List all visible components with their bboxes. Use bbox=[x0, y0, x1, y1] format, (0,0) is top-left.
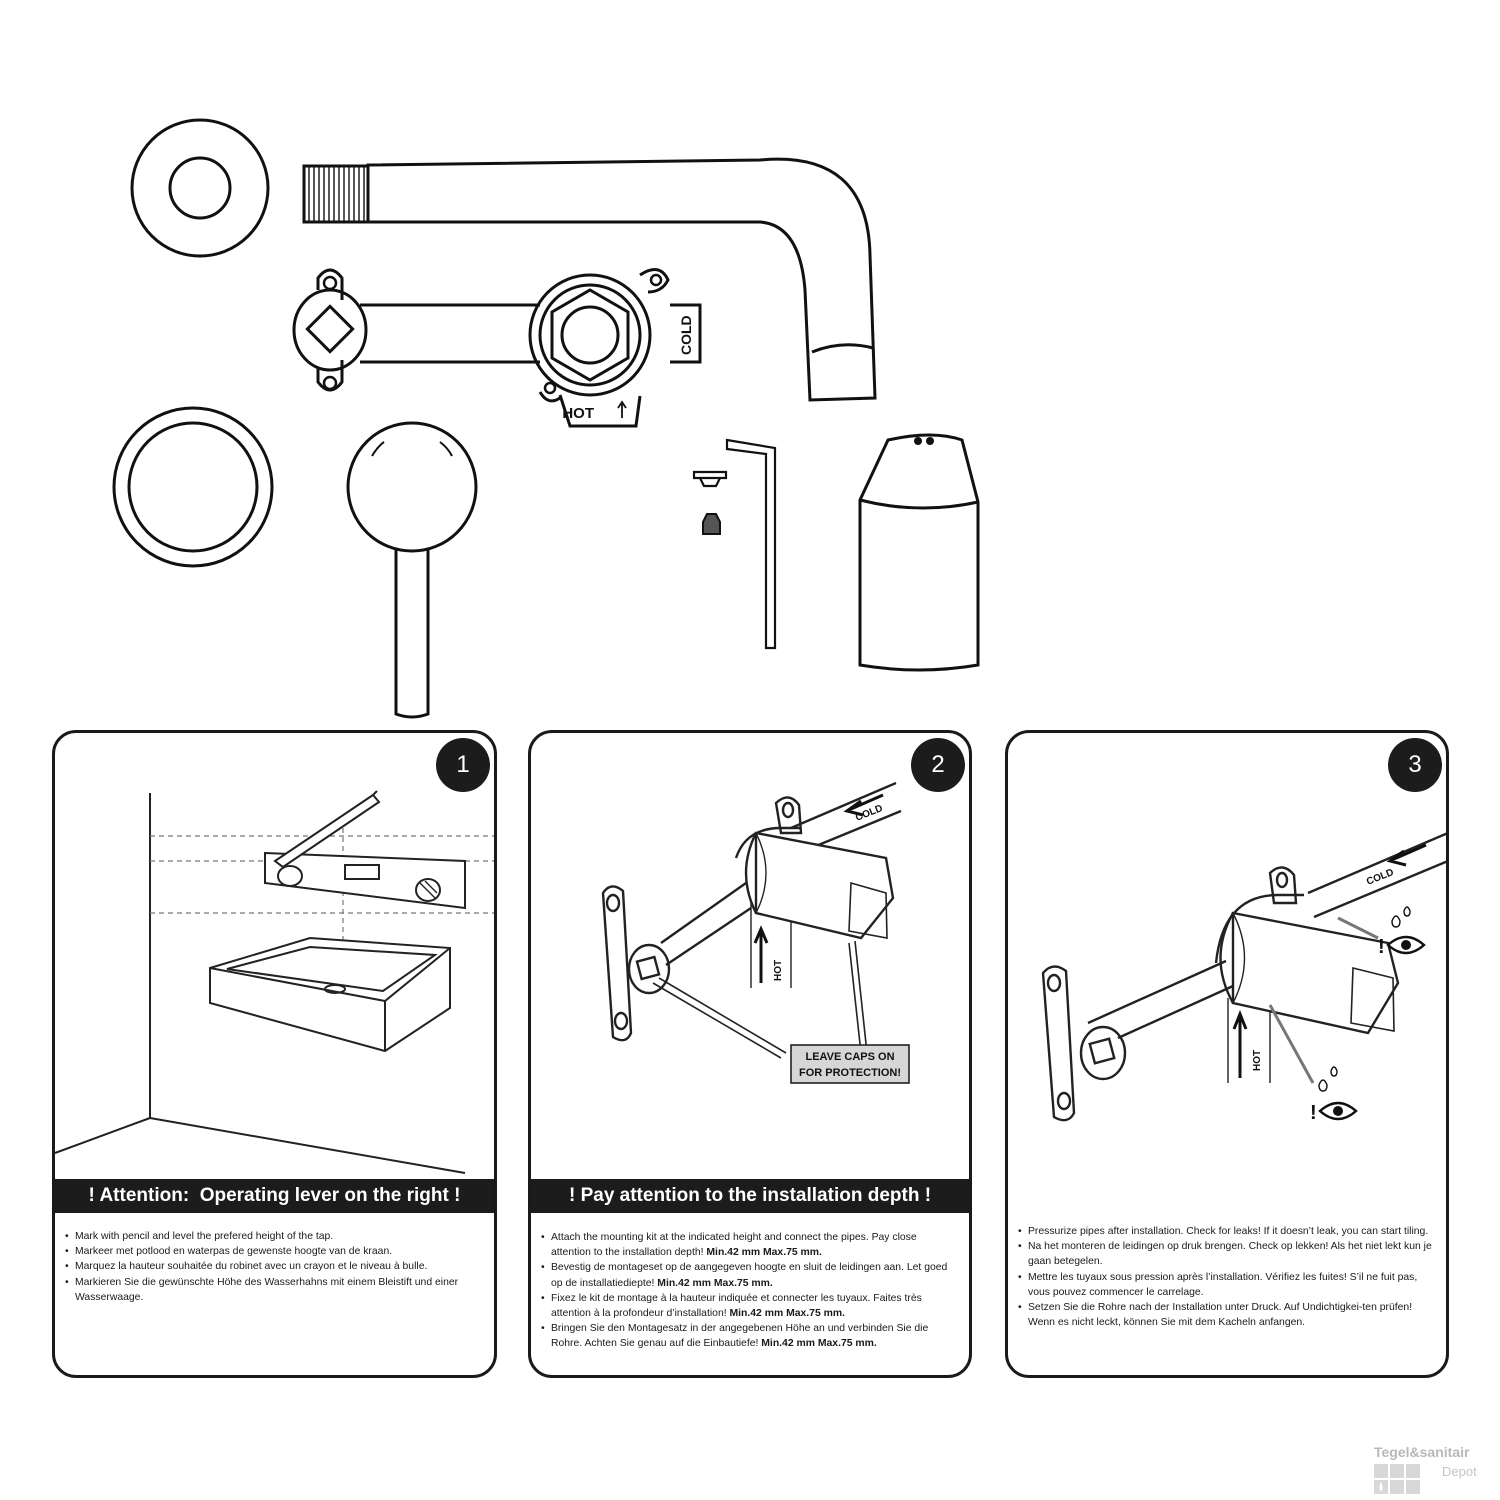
lever-rosette bbox=[112, 406, 274, 568]
step-number-1: 1 bbox=[436, 738, 490, 792]
valve-body bbox=[734, 796, 895, 940]
cold-arrow bbox=[843, 793, 884, 817]
valve-cold-label: COLD bbox=[678, 315, 694, 355]
step-panel-1: 1 ! Attention: Operating lever on the ri… bbox=[52, 730, 497, 1378]
step-2-banner: ! Pay attention to the installation dept… bbox=[531, 1179, 969, 1213]
leak-check-top: ! bbox=[1337, 906, 1426, 958]
lever-handle bbox=[346, 421, 478, 719]
watermark-subtitle: Depot bbox=[1442, 1464, 1477, 1479]
brand-watermark: Tegel&sanitair Depot bbox=[1368, 1442, 1498, 1500]
hot-arrow bbox=[753, 925, 769, 983]
callout-line-1: LEAVE CAPS ON bbox=[805, 1051, 894, 1063]
leave-caps-callout: LEAVE CAPS ON FOR PROTECTION! bbox=[790, 1044, 910, 1084]
watermark-title: Tegel&sanitair bbox=[1374, 1444, 1470, 1460]
eye-icon bbox=[1318, 1101, 1358, 1121]
mounting-valve bbox=[292, 268, 702, 428]
valve-hot-label: HOT bbox=[562, 405, 594, 422]
step-panel-3: COLD HOT ! ! 3 Pressurize pipes after in… bbox=[1005, 730, 1449, 1378]
instruction-nl: Na het monteren de leidingen op druk bre… bbox=[1018, 1239, 1432, 1269]
pencil bbox=[273, 790, 381, 869]
hot-pipe bbox=[1087, 959, 1227, 1025]
instruction-en: Attach the mounting kit at the indicated… bbox=[541, 1230, 955, 1260]
cover-cap bbox=[692, 470, 728, 488]
step-number-3: 3 bbox=[1388, 738, 1442, 792]
cold-arrow bbox=[1386, 843, 1427, 867]
callout-line-2: FOR PROTECTION! bbox=[799, 1067, 901, 1079]
spout bbox=[302, 157, 877, 402]
step-3-hot-label: HOT bbox=[1252, 1050, 1263, 1071]
instruction-de: Setzen Sie die Rohre nach der Installati… bbox=[1018, 1300, 1432, 1330]
instruction-de: Markieren Sie die gewünschte Höhe des Wa… bbox=[65, 1275, 480, 1305]
instruction-de: Bringen Sie den Montagesatz in der angeg… bbox=[541, 1321, 955, 1351]
eye-icon bbox=[1386, 935, 1426, 955]
step-3-illustration: COLD HOT ! ! bbox=[1041, 832, 1446, 1124]
step-number-2: 2 bbox=[911, 738, 965, 792]
valve-body bbox=[1214, 866, 1400, 1035]
water-drop-icon bbox=[1391, 915, 1401, 928]
step-3-instructions: Pressurize pipes after installation. Che… bbox=[1018, 1224, 1432, 1330]
step-2-illustration: COLD HOT LEAVE CAPS ON FOR PROTECTION! bbox=[601, 781, 910, 1084]
step-panel-2: COLD HOT LEAVE CAPS ON FOR PROTECTION! 2… bbox=[528, 730, 972, 1378]
hot-arrow bbox=[1232, 1009, 1248, 1078]
leak-check-bottom: ! bbox=[1268, 1004, 1358, 1124]
water-drop-icon bbox=[1330, 1066, 1338, 1077]
hot-pipe bbox=[660, 882, 747, 944]
step-1-instructions: Mark with pencil and level the prefered … bbox=[65, 1229, 480, 1305]
wall-bracket bbox=[601, 885, 671, 1042]
watermark-tiles-icon bbox=[1374, 1464, 1420, 1494]
callout-lines bbox=[652, 940, 868, 1059]
spirit-level bbox=[264, 851, 466, 910]
spout-rosette bbox=[130, 118, 270, 258]
water-drop-icon bbox=[1318, 1079, 1328, 1092]
step-2-instructions: Attach the mounting kit at the indicated… bbox=[541, 1230, 955, 1352]
warning-exclamation-icon: ! bbox=[1378, 936, 1385, 958]
instruction-fr: Fixez le kit de montage à la hauteur ind… bbox=[541, 1291, 955, 1321]
washbasin bbox=[209, 936, 451, 1053]
water-drop-icon bbox=[1403, 906, 1411, 917]
instruction-nl: Markeer met potlood en waterpas de gewen… bbox=[65, 1244, 480, 1259]
step-2-hot-label: HOT bbox=[773, 960, 784, 981]
wall-bracket bbox=[1041, 965, 1127, 1122]
instruction-fr: Marquez la hauteur souhaitée du robinet … bbox=[65, 1259, 480, 1274]
instruction-fr: Mettre les tuyaux sous pression après l’… bbox=[1018, 1270, 1432, 1300]
cold-pipe bbox=[1307, 832, 1446, 895]
warning-exclamation-icon: ! bbox=[1310, 1102, 1317, 1124]
parts-overview: HOT COLD bbox=[112, 118, 980, 719]
allen-key bbox=[725, 438, 777, 650]
grub-screw bbox=[702, 513, 721, 535]
instruction-en: Pressurize pipes after installation. Che… bbox=[1018, 1224, 1432, 1239]
instruction-en: Mark with pencil and level the prefered … bbox=[65, 1229, 480, 1244]
cold-pipe bbox=[790, 781, 897, 830]
step-1-banner: ! Attention: Operating lever on the righ… bbox=[55, 1179, 494, 1213]
instruction-nl: Bevestig de montageset op de aangegeven … bbox=[541, 1260, 955, 1290]
step-1-illustration bbox=[55, 790, 494, 1174]
extension-sleeve bbox=[858, 433, 980, 672]
